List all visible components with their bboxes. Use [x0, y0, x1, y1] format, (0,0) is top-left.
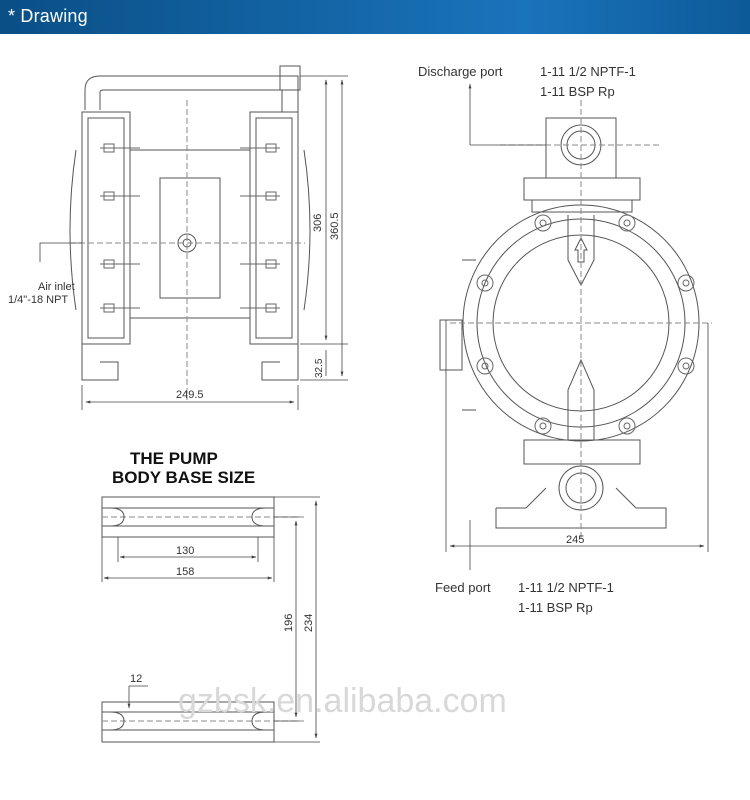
dim-196: 196	[283, 614, 295, 632]
dim-32-5: 32.5	[314, 358, 325, 378]
side-view	[439, 100, 712, 540]
dim-245: 245	[566, 534, 584, 546]
dim-306: 306	[312, 214, 324, 232]
watermark: gzbsk.en.alibaba.com	[178, 682, 507, 720]
feed-port-spec-2: 1-11 BSP Rp	[518, 600, 593, 615]
dim-249-5: 249.5	[176, 389, 204, 401]
feed-port-spec-1: 1-11 1/2 NPTF-1	[518, 580, 614, 595]
front-view	[69, 65, 311, 400]
dim-360-5: 360.5	[329, 212, 341, 240]
discharge-port-label: Discharge port	[418, 64, 503, 79]
discharge-port-spec-1: 1-11 1/2 NPTF-1	[540, 64, 636, 79]
feed-port-label: Feed port	[435, 580, 491, 595]
air-inlet-label: Air inlet	[38, 281, 75, 293]
technical-drawing: 306 360.5 32.5 249.5 Air inlet 1/4"-18 N…	[8, 64, 712, 743]
front-dimensions	[39, 75, 348, 410]
discharge-port-spec-2: 1-11 BSP Rp	[540, 84, 615, 99]
air-inlet-spec: 1/4"-18 NPT	[8, 294, 68, 306]
dim-234: 234	[303, 614, 315, 632]
base-dimensions	[101, 496, 320, 743]
base-title-line1: THE PUMP	[130, 449, 218, 468]
dim-130: 130	[176, 545, 194, 557]
base-title-line2: BODY BASE SIZE	[112, 468, 255, 487]
header-banner: * Drawing	[0, 0, 750, 34]
page-title: * Drawing	[8, 6, 88, 26]
dim-12: 12	[130, 673, 142, 685]
dim-158: 158	[176, 566, 194, 578]
side-dimensions	[445, 83, 709, 570]
